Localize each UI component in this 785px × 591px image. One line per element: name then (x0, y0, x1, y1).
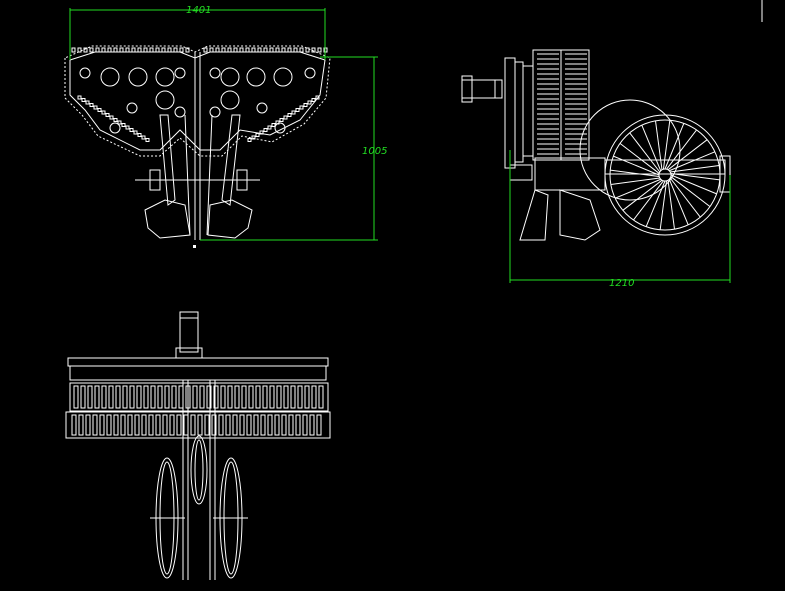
front-height-dimension: 1005 (200, 56, 387, 241)
side-length-label: 1210 (609, 278, 634, 289)
front-height-label: 1005 (362, 146, 387, 157)
top-left-wheel (150, 457, 185, 579)
front-width-label: 1401 (186, 5, 211, 16)
press-wheel (604, 114, 726, 236)
top-right-wheel (213, 457, 248, 579)
side-length-dimension: 1210 (509, 150, 731, 289)
front-view: 1401 1005 (64, 5, 387, 248)
seed-cups (79, 67, 316, 134)
side-view: 1210 (461, 49, 731, 289)
metering-row-slats (71, 385, 324, 436)
seed-box-slats (537, 53, 587, 155)
front-width-dimension: 1401 (69, 5, 326, 60)
chain-teeth (71, 47, 328, 142)
top-view (65, 311, 331, 580)
top-center-discs (190, 435, 208, 505)
